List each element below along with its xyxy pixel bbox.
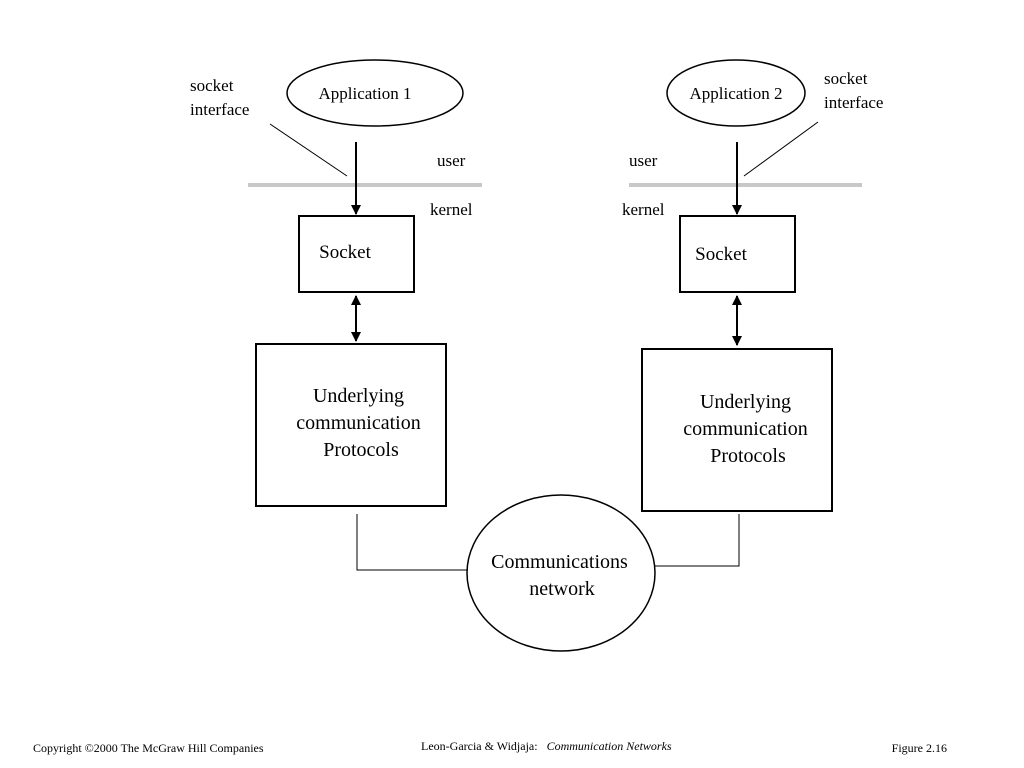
application-1-ellipse	[286, 59, 464, 127]
protocols-to-network-link-left	[356, 514, 467, 571]
kernel-label-left: kernel	[430, 200, 473, 219]
user-label-right: user	[629, 151, 658, 170]
figure-number: Figure 2.16	[892, 741, 947, 755]
application-2-ellipse	[666, 59, 806, 127]
protocols-to-network-link-right	[654, 514, 740, 567]
protocols-label-right: Underlying communication Protocols	[683, 391, 812, 467]
socket-interface-label-right: socket interface	[824, 69, 883, 112]
user-label-left: user	[437, 151, 466, 170]
book-citation: Leon-Garcia & Widjaja: Communication Net…	[421, 739, 672, 753]
communications-network-label: Communications network	[491, 551, 633, 600]
socket-interface-pointer-right	[743, 121, 819, 177]
socket-label-left: Socket	[319, 242, 371, 263]
socket-interface-label-left: socket interface	[190, 76, 249, 119]
left-stack: Application 1 socket interface user kern…	[190, 59, 482, 571]
application-2-label: Application 2	[689, 84, 782, 103]
communications-network-ellipse	[466, 494, 656, 652]
socket-interface-pointer-left	[269, 123, 348, 177]
protocols-box-right	[641, 348, 833, 512]
copyright-text: Copyright ©2000 The McGraw Hill Companie…	[33, 741, 264, 755]
application-1-label: Application 1	[318, 84, 411, 103]
socket-label-right: Socket	[695, 244, 747, 265]
protocols-box-left	[255, 343, 447, 507]
footer: Copyright ©2000 The McGraw Hill Companie…	[33, 739, 947, 755]
right-stack: Application 2 socket interface user kern…	[622, 59, 883, 567]
authors-text: Leon-Garcia & Widjaja:	[421, 739, 538, 753]
network-group: Communications network	[466, 494, 656, 652]
book-title-text: Communication Networks	[547, 739, 672, 753]
socket-box-right	[679, 215, 796, 293]
kernel-label-right: kernel	[622, 200, 665, 219]
protocols-label-left: Underlying communication Protocols	[296, 385, 425, 461]
socket-box-left	[298, 215, 415, 293]
